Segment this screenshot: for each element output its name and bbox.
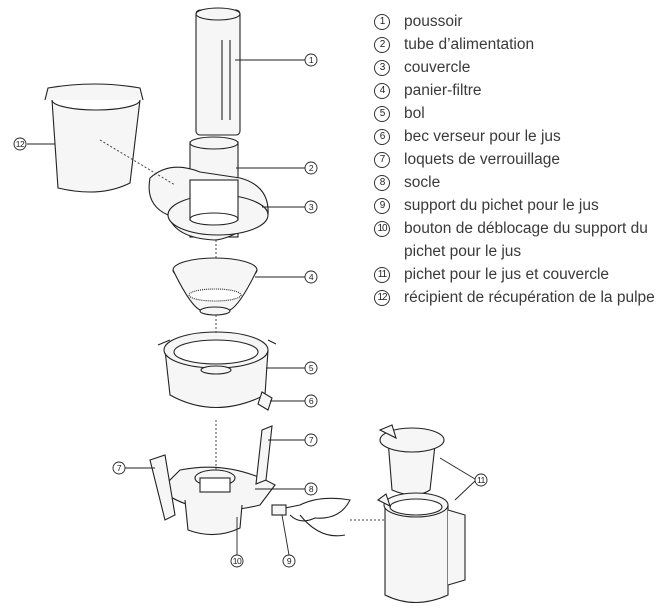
legend-label: pichet pour le jus et couvercle [404, 266, 610, 283]
svg-text:1: 1 [309, 55, 314, 65]
legend-number: 10 [374, 221, 390, 237]
legend-item: 1 poussoir [374, 10, 664, 33]
legend-number: 9 [374, 198, 390, 214]
base-part [149, 425, 276, 536]
callout-2: 2 [304, 161, 318, 175]
legend-number: 1 [374, 14, 390, 30]
callout-9: 9 [282, 554, 296, 568]
juice-jug-part [376, 492, 466, 603]
legend-label: socle [404, 174, 441, 191]
leader-lines [27, 59, 476, 556]
legend-item: 9 support du pichet pour le jus [374, 194, 664, 217]
legend-label: couvercle [404, 59, 471, 76]
legend-label: loquets de verrouillage [404, 151, 560, 168]
legend-number: 4 [374, 83, 390, 99]
callout-6: 6 [304, 394, 318, 408]
callout-11: 11 [474, 473, 488, 487]
legend-item: 12 récipient de récupération de la pulpe [374, 286, 664, 309]
svg-text:7: 7 [117, 463, 122, 473]
svg-text:4: 4 [309, 272, 314, 282]
pusher-part [195, 7, 241, 136]
legend-label: récipient de récupération de la pulpe [404, 289, 655, 306]
legend-label: panier-filtre [404, 82, 482, 99]
legend-item: 3 couvercle [374, 56, 664, 79]
svg-text:10: 10 [233, 556, 242, 566]
bowl-part [157, 331, 277, 411]
svg-text:6: 6 [309, 396, 314, 406]
jug-holder-part [271, 497, 351, 537]
legend-label: support du pichet pour le jus [404, 197, 599, 214]
legend-item: 5 bol [374, 102, 664, 125]
callout-3: 3 [304, 200, 318, 214]
svg-text:12: 12 [16, 139, 25, 149]
svg-text:2: 2 [309, 163, 314, 173]
lid-part [148, 166, 269, 241]
svg-text:9: 9 [287, 556, 292, 566]
legend-number: 5 [374, 106, 390, 122]
callout-7b: 7 [112, 461, 126, 475]
svg-text:3: 3 [309, 202, 314, 212]
svg-text:8: 8 [309, 484, 314, 494]
callout-8: 8 [304, 482, 318, 496]
legend-item: 7 loquets de verrouillage [374, 148, 664, 171]
legend-number: 3 [374, 60, 390, 76]
legend-number: 12 [374, 290, 390, 306]
svg-text:5: 5 [309, 363, 314, 373]
legend-label: bec verseur pour le jus [404, 128, 561, 145]
legend-item: 4 panier-filtre [374, 79, 664, 102]
parts-legend: 1 poussoir 2 tube d’alimentation 3 couvercle 4… [374, 10, 664, 309]
legend-item: 11 pichet pour le jus et couvercle [374, 263, 664, 286]
legend-number: 6 [374, 129, 390, 145]
callout-12: 12 [13, 137, 27, 151]
legend-number: 11 [374, 267, 390, 283]
callout-1: 1 [304, 53, 318, 67]
callout-5: 5 [304, 361, 318, 375]
legend-item: 2 tube d’alimentation [374, 33, 664, 56]
legend-item: 8 socle [374, 171, 664, 194]
assembly-lines [99, 139, 384, 521]
legend-label: bouton de déblocage du support du pichet… [404, 220, 648, 260]
jug-lid-part [378, 424, 445, 496]
callout-10: 10 [230, 554, 244, 568]
legend-number: 2 [374, 37, 390, 53]
legend-item: 6 bec verseur pour le jus [374, 125, 664, 148]
legend-item: 10 bouton de déblocage du support du pich… [374, 217, 664, 263]
pulp-container-part [44, 83, 144, 193]
filter-basket-part [172, 257, 258, 316]
legend-label: poussoir [404, 13, 463, 30]
callout-4: 4 [304, 270, 318, 284]
legend-label: bol [404, 105, 425, 122]
svg-text:11: 11 [477, 475, 486, 485]
legend-number: 8 [374, 175, 390, 191]
legend-number: 7 [374, 152, 390, 168]
callout-7a: 7 [304, 433, 318, 447]
legend-label: tube d’alimentation [404, 36, 535, 53]
svg-text:7: 7 [309, 435, 314, 445]
